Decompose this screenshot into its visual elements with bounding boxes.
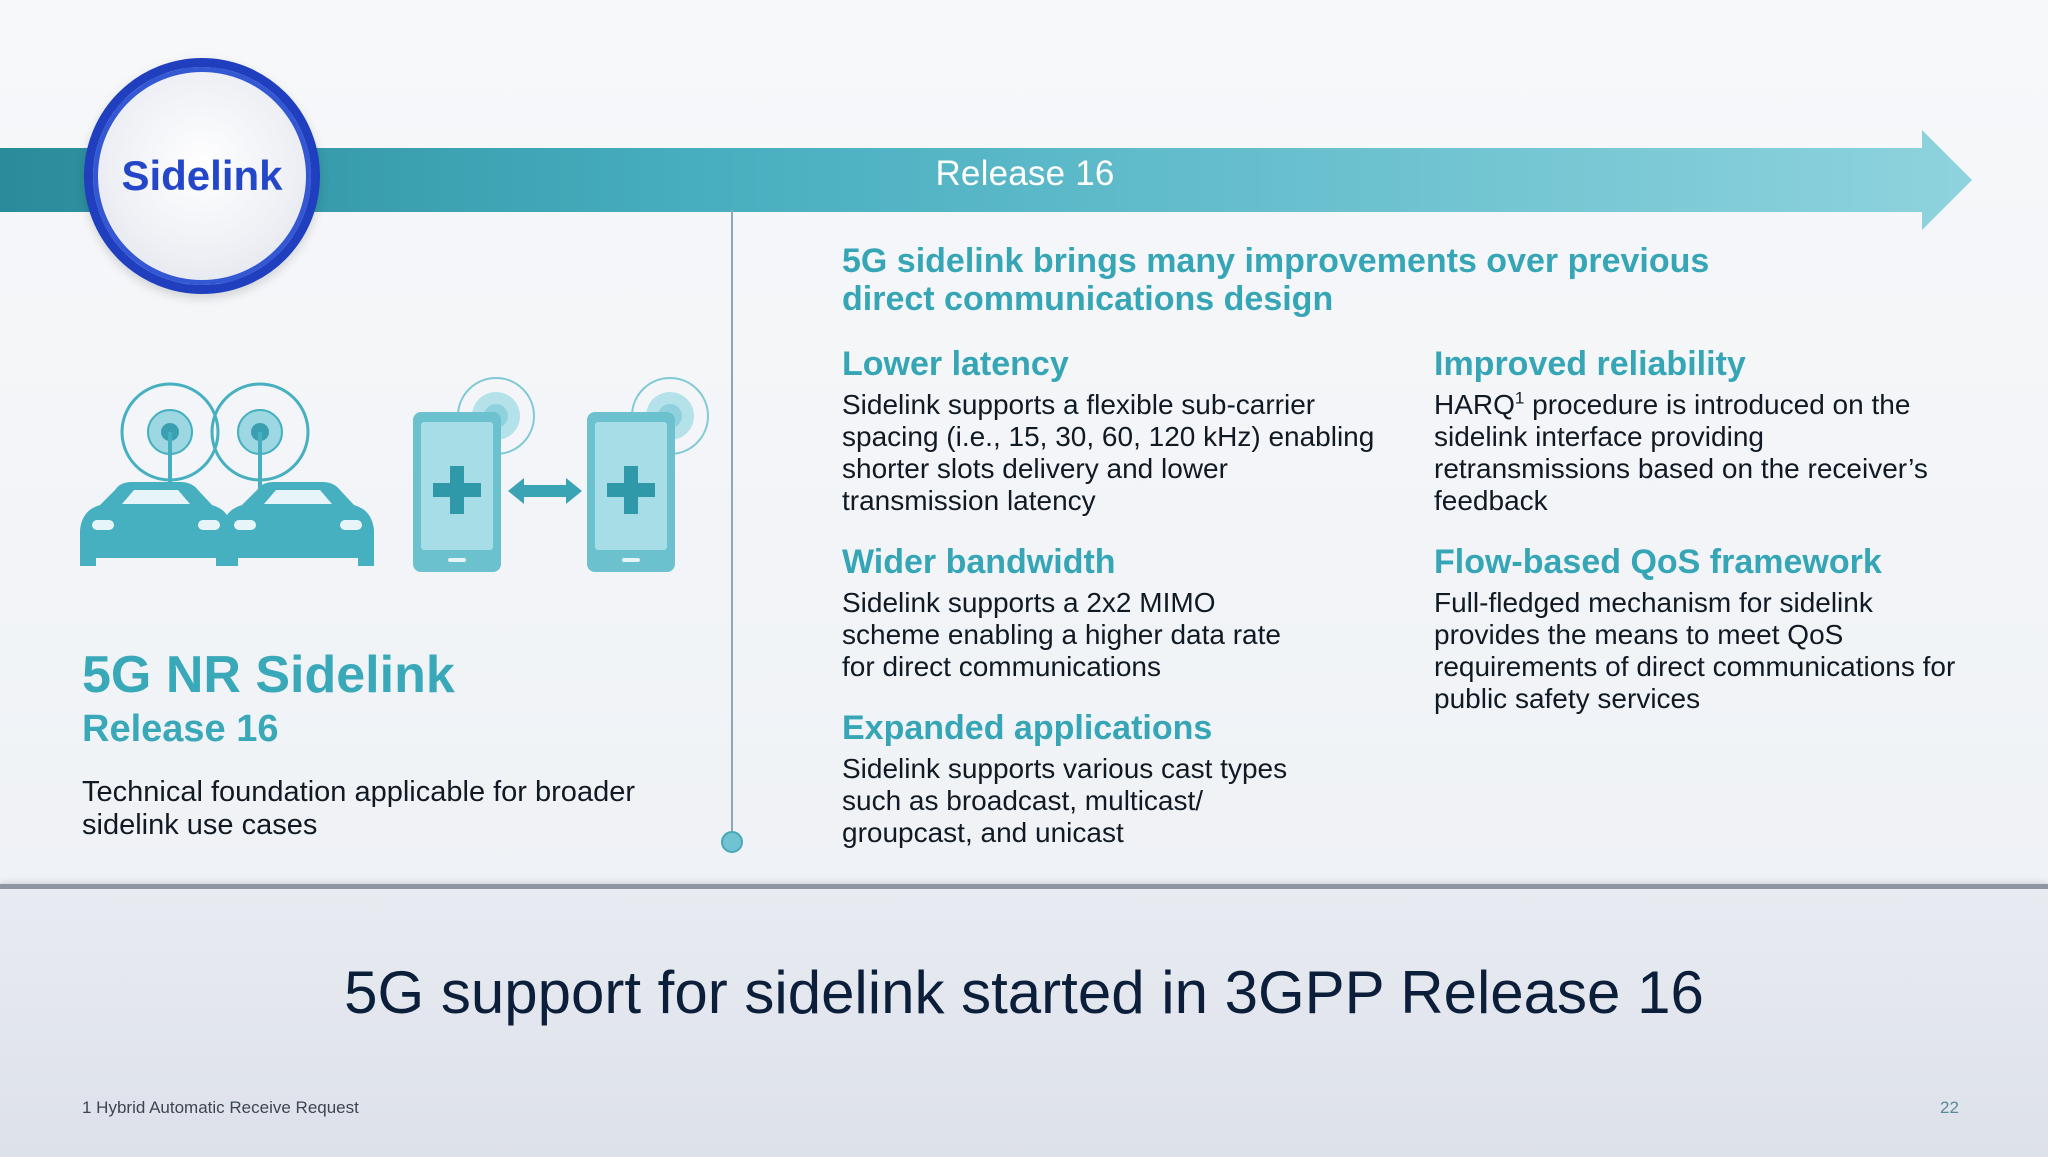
feature-title: Lower latency	[842, 345, 1069, 383]
left-description: Technical foundation applicable for broa…	[82, 776, 635, 841]
connected-cars-icon	[80, 382, 374, 566]
footnote: 1 Hybrid Automatic Receive Request	[82, 1098, 359, 1117]
feature-title: Flow-based QoS framework	[1434, 543, 1882, 581]
sidelink-badge-label: Sidelink	[121, 152, 283, 199]
feature-lower-latency: Lower latency Sidelink supports a flexib…	[842, 345, 1382, 517]
bottom-title: 5G support for sidelink started in 3GPP …	[344, 959, 1704, 1026]
feature-text: HARQ1 procedure is introduced on the sid…	[1434, 389, 1954, 517]
left-subtitle: Release 16	[82, 708, 279, 750]
reliability-text: procedure is introduced on the sidelink …	[1434, 389, 1928, 516]
slide-top-area	[0, 0, 2048, 884]
feature-text: Sidelink supports a 2x2 MIMO scheme enab…	[842, 587, 1281, 682]
feature-flow-based-qos: Flow-based QoS framework Full-fledged me…	[1434, 543, 1974, 715]
feature-title: Expanded applications	[842, 709, 1213, 747]
feature-title: Wider bandwidth	[842, 543, 1116, 581]
feature-text: Sidelink supports a flexible sub-carrier…	[842, 389, 1375, 516]
harq-text: HARQ	[1434, 389, 1515, 420]
release-arrow-banner	[0, 130, 1972, 230]
feature-text: Full-fledged mechanism for sidelink prov…	[1434, 587, 1956, 714]
timeline-dot	[721, 831, 743, 853]
timeline-line	[731, 210, 733, 835]
page-number: 22	[1940, 1098, 1959, 1117]
sidelink-badge: Sidelink	[84, 58, 320, 294]
feature-improved-reliability: Improved reliability HARQ1 procedure is …	[1434, 345, 1954, 517]
improvements-headline: 5G sidelink brings many improvements ove…	[842, 242, 1710, 318]
bottom-band	[0, 884, 2048, 1157]
feature-title: Improved reliability	[1434, 345, 1746, 383]
sidelink-illustration	[80, 377, 709, 572]
release-arrow-label: Release 16	[935, 154, 1115, 193]
feature-expanded-applications: Expanded applications Sidelink supports …	[842, 709, 1302, 849]
feature-text: Sidelink supports various cast types suc…	[842, 753, 1288, 848]
left-title: 5G NR Sidelink	[82, 646, 455, 704]
phones-direct-link-icon	[413, 377, 709, 572]
footnote-marker: 1	[1514, 388, 1525, 408]
feature-wider-bandwidth: Wider bandwidth Sidelink supports a 2x2 …	[842, 543, 1282, 683]
